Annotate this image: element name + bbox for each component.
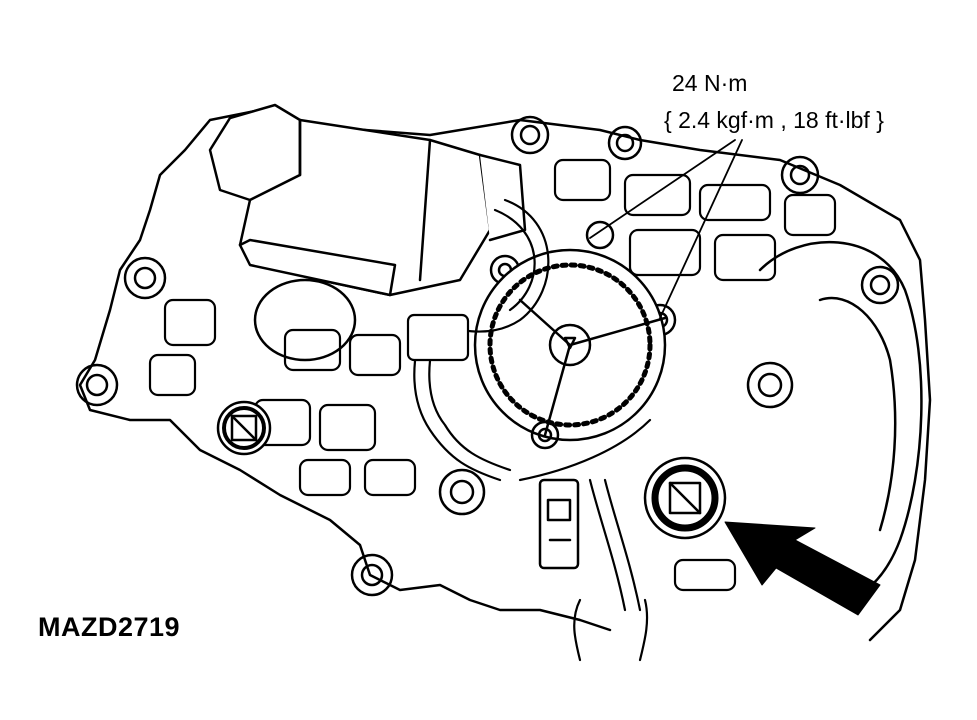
left-cavity — [253, 278, 357, 362]
right-lug-hole — [869, 274, 891, 296]
right-lug — [860, 265, 900, 305]
bolt-right — [643, 456, 727, 540]
pointer-arrow — [724, 521, 881, 616]
right-bore-inner — [818, 296, 897, 532]
wire-harness — [406, 198, 652, 662]
right-bore — [758, 240, 923, 602]
torque-leader-lines — [589, 139, 743, 319]
motor — [208, 103, 527, 297]
torque-value-alternate: { 2.4 kgf·m , 18 ft·lbf } — [664, 107, 884, 133]
figure-code: MAZD2719 — [38, 612, 181, 642]
mid-right-lug-hole — [757, 372, 783, 398]
connector — [538, 478, 580, 570]
torque-value-metric: 24 N·m — [672, 70, 748, 96]
bolt-left — [216, 400, 272, 456]
casting-ribs — [148, 158, 837, 592]
mid-right-lug — [746, 361, 794, 409]
